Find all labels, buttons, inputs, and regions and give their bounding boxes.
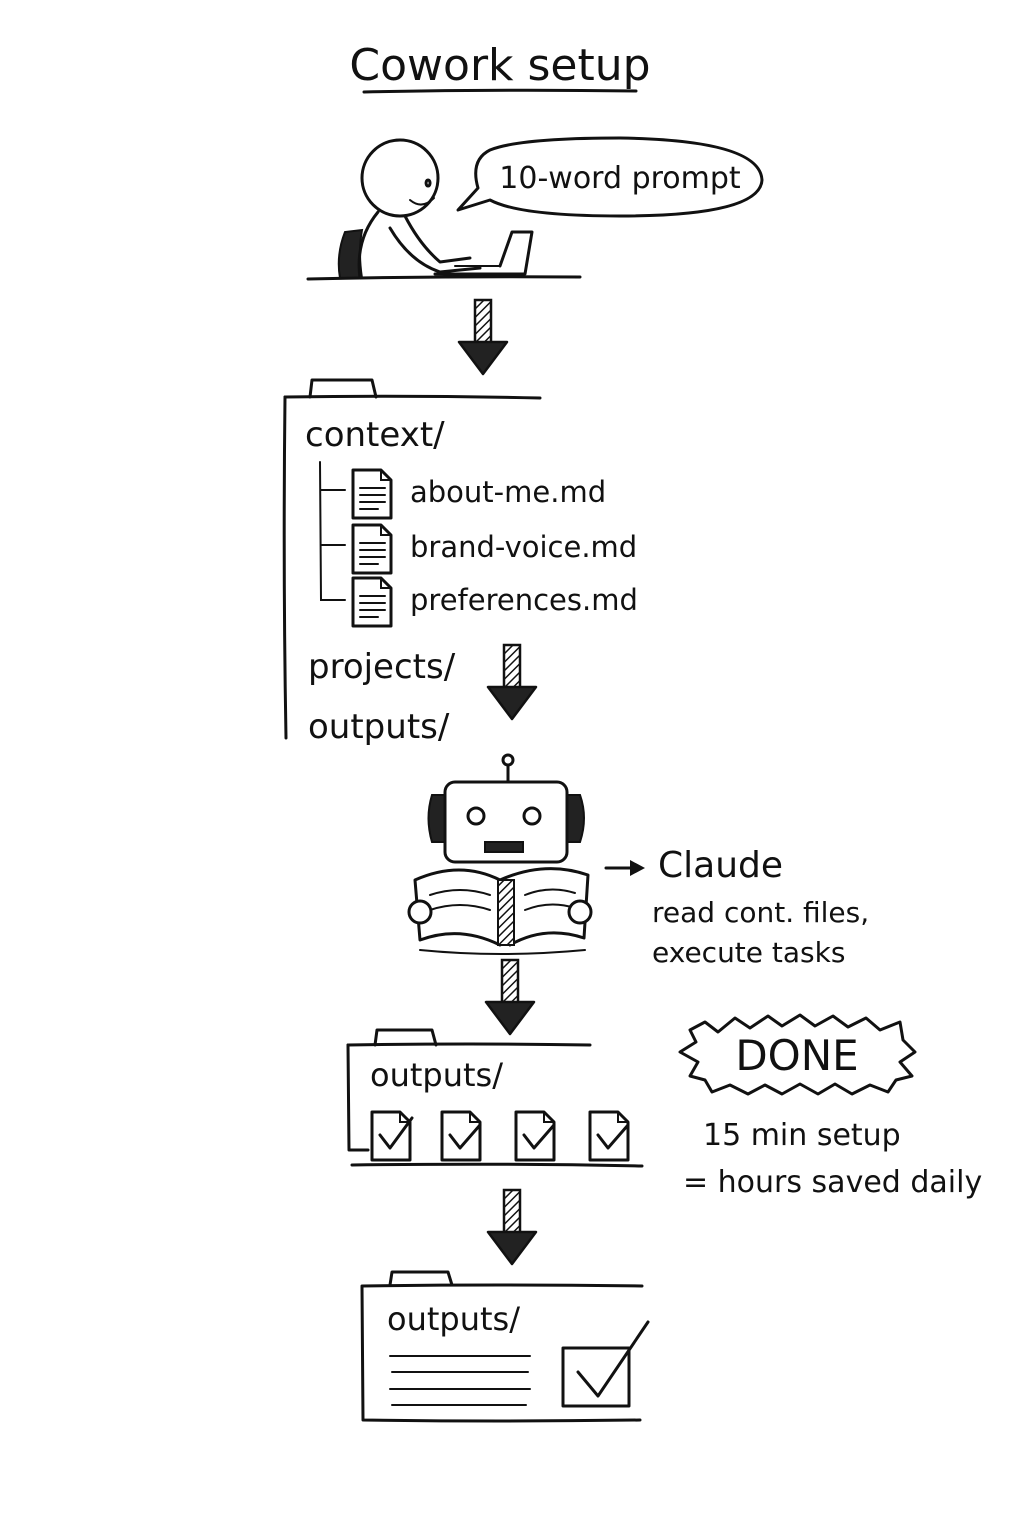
context-folder-label: context/ [305,415,445,455]
summary-line1: 15 min setup [703,1118,901,1153]
claude-label-group: Claude read cont. files, execute tasks [604,845,869,969]
final-outputs-folder: outputs/ [360,1270,650,1423]
checked-file-icon [514,1110,556,1162]
checkbox-icon [561,1346,631,1408]
agent-name: Claude [658,845,783,886]
agent-description-line1: read cont. files, [652,896,869,929]
title-underline [362,88,638,94]
file-preferences: preferences.md [351,576,638,628]
file-name: brand-voice.md [410,530,637,564]
checked-file-icon [370,1110,414,1162]
done-badge: DONE [678,1013,917,1096]
outputs-folder-label: outputs/ [308,707,450,747]
projects-folder-label: projects/ [308,647,456,687]
down-arrow-icon [486,643,538,721]
final-outputs-label: outputs/ [387,1300,520,1338]
agent-description-line2: execute tasks [652,936,845,969]
summary-line2: = hours saved daily [683,1165,982,1200]
file-name: about-me.md [410,475,606,509]
down-arrow-icon [484,958,536,1036]
diagram-title: Cowork setup [349,40,650,91]
file-name: preferences.md [410,583,638,617]
prompt-text: 10-word prompt [499,161,741,196]
file-about-me: about-me.md [351,468,606,520]
person-at-laptop-icon [306,138,582,281]
file-brand-voice: brand-voice.md [351,523,637,575]
context-folder-tree: context/ about-me.md brand-voice.md pref… [282,378,638,747]
prompt-speech-bubble: 10-word prompt [456,136,764,218]
outputs-folder-checked: outputs/ [346,1028,644,1168]
arrow-right-icon [630,860,645,876]
outputs-folder-label: outputs/ [370,1056,503,1094]
down-arrow-icon [486,1188,538,1266]
done-text: DONE [735,1031,858,1080]
down-arrow-icon [457,298,509,376]
checkmark-icon [576,1320,650,1398]
checked-file-icon [440,1110,482,1162]
robot-reading-icon [407,753,593,955]
checked-file-icon [588,1110,630,1162]
